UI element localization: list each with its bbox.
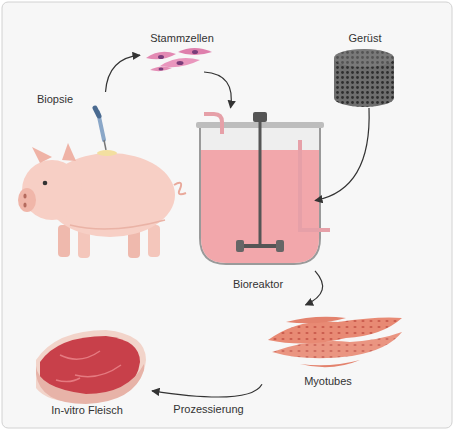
node-label: Myotubes xyxy=(304,375,352,388)
process-arrow xyxy=(204,72,231,108)
scaffold-node: Gerüst xyxy=(325,30,405,108)
process-arrow xyxy=(306,271,323,305)
bioreactor-node: Bioreaktor xyxy=(185,108,315,293)
pig xyxy=(18,143,186,258)
myotube-node: Myotubes xyxy=(262,305,407,393)
bioreactor xyxy=(196,112,330,264)
stem-cell-node: Stammzellen xyxy=(140,30,220,72)
scaffold xyxy=(334,49,394,107)
node-label: Bioreaktor xyxy=(233,278,283,291)
edge-label: Prozessierung xyxy=(171,403,245,416)
node-label: Biopsie xyxy=(37,93,73,106)
stem-cells xyxy=(146,48,212,71)
process-arrow xyxy=(106,55,141,92)
meat-node: In-vitro Fleisch xyxy=(22,318,152,422)
node-label: Gerüst xyxy=(348,32,381,45)
node-label: In-vitro Fleisch xyxy=(51,404,123,417)
node-label: Stammzellen xyxy=(150,32,214,45)
steak xyxy=(36,330,146,404)
myotubes xyxy=(268,317,402,368)
process-arrow xyxy=(152,384,262,397)
process-arrow xyxy=(315,108,369,201)
biopsy-node: Biopsie xyxy=(18,92,193,262)
biopsy-needle xyxy=(95,108,117,156)
